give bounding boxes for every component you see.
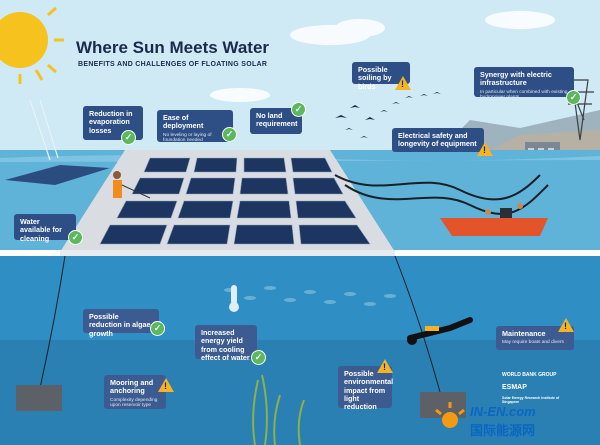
sun-icon <box>0 6 64 84</box>
check-icon: ✓ <box>121 130 136 145</box>
seris-logo: Solar Energy Research Institute of Singa… <box>502 396 560 404</box>
callout-algae: Possible reduction in algae growth <box>83 309 159 337</box>
solar-array <box>60 150 395 256</box>
callout-soiling-label: Possible soiling by birds <box>358 65 392 91</box>
warning-icon: ! <box>477 142 493 156</box>
worldbank-logo: WORLD BANK GROUP <box>502 372 557 378</box>
boat-icon <box>440 203 548 236</box>
callout-synergy-sub: In particular when combined with existin… <box>480 89 568 101</box>
birds-icon <box>335 92 441 138</box>
watermark-url: IN-EN.com <box>470 404 536 419</box>
callout-evaporation: Reduction in evaporation losses <box>83 106 143 140</box>
callout-algae-label: Possible reduction in algae growth <box>89 312 151 338</box>
watermark-sun-icon <box>435 402 465 428</box>
callout-mooring-sub: Complexity depending upon reservoir type <box>110 397 158 409</box>
callout-deployment-sub: No leveling or laying of foundation need… <box>163 132 212 144</box>
callout-environment-label: Possible environmental impact from light… <box>344 369 394 412</box>
warning-icon: ! <box>158 378 174 392</box>
thermometer-icon <box>229 285 239 312</box>
anchor-block-left <box>16 385 62 411</box>
watermark-cn: 国际能源网 <box>470 423 536 438</box>
check-icon: ✓ <box>291 102 306 117</box>
callout-deployment: Ease of deployment No leveling or laying… <box>157 110 233 144</box>
check-icon: ✓ <box>566 90 581 105</box>
callout-environment: Possible environmental impact from light… <box>338 366 394 412</box>
check-icon: ✓ <box>251 350 266 365</box>
callout-electrical: Electrical safety and longevity of equip… <box>392 128 484 152</box>
seaweed-icon <box>252 374 305 445</box>
warning-icon: ! <box>558 318 574 332</box>
worker-icon <box>113 171 151 199</box>
callout-synergy: Synergy with electric infrastructure In … <box>474 67 574 100</box>
callout-deployment-label: Ease of deployment <box>163 113 204 131</box>
clouds <box>210 11 555 102</box>
callout-electrical-label: Electrical safety and longevity of equip… <box>398 131 477 149</box>
solar-tracker-icon <box>29 99 59 161</box>
callout-cleaning: Water available for cleaning <box>14 214 76 243</box>
callout-mooring: Mooring and anchoring Complexity dependi… <box>104 375 166 409</box>
callout-cleaning-label: Water available for cleaning <box>20 217 62 243</box>
page-title: Where Sun Meets Water <box>76 38 270 57</box>
check-icon: ✓ <box>68 230 83 245</box>
callout-mooring-label: Mooring and anchoring <box>110 378 154 396</box>
anchor-block-right <box>420 392 466 418</box>
diver-icon <box>407 317 473 345</box>
callout-synergy-label: Synergy with electric infrastructure <box>480 70 552 88</box>
esmap-logo: ESMAP <box>502 384 527 391</box>
callout-maintenance-sub: May require boats and divers <box>502 340 564 346</box>
warning-icon: ! <box>395 76 411 90</box>
page-subtitle: BENEFITS AND CHALLENGES OF FLOATING SOLA… <box>78 61 268 68</box>
callout-energy: Increased energy yield from cooling effe… <box>195 325 257 362</box>
check-icon: ✓ <box>222 127 237 142</box>
callout-land: No land requirement <box>250 108 302 134</box>
warning-icon: ! <box>377 359 393 373</box>
fish-icon <box>224 286 396 306</box>
callout-maintenance-label: Maintenance <box>502 329 546 338</box>
check-icon: ✓ <box>150 321 165 336</box>
callout-land-label: No land requirement <box>256 111 298 129</box>
callout-evaporation-label: Reduction in evaporation losses <box>89 109 133 135</box>
callout-energy-label: Increased energy yield from cooling effe… <box>201 328 250 362</box>
